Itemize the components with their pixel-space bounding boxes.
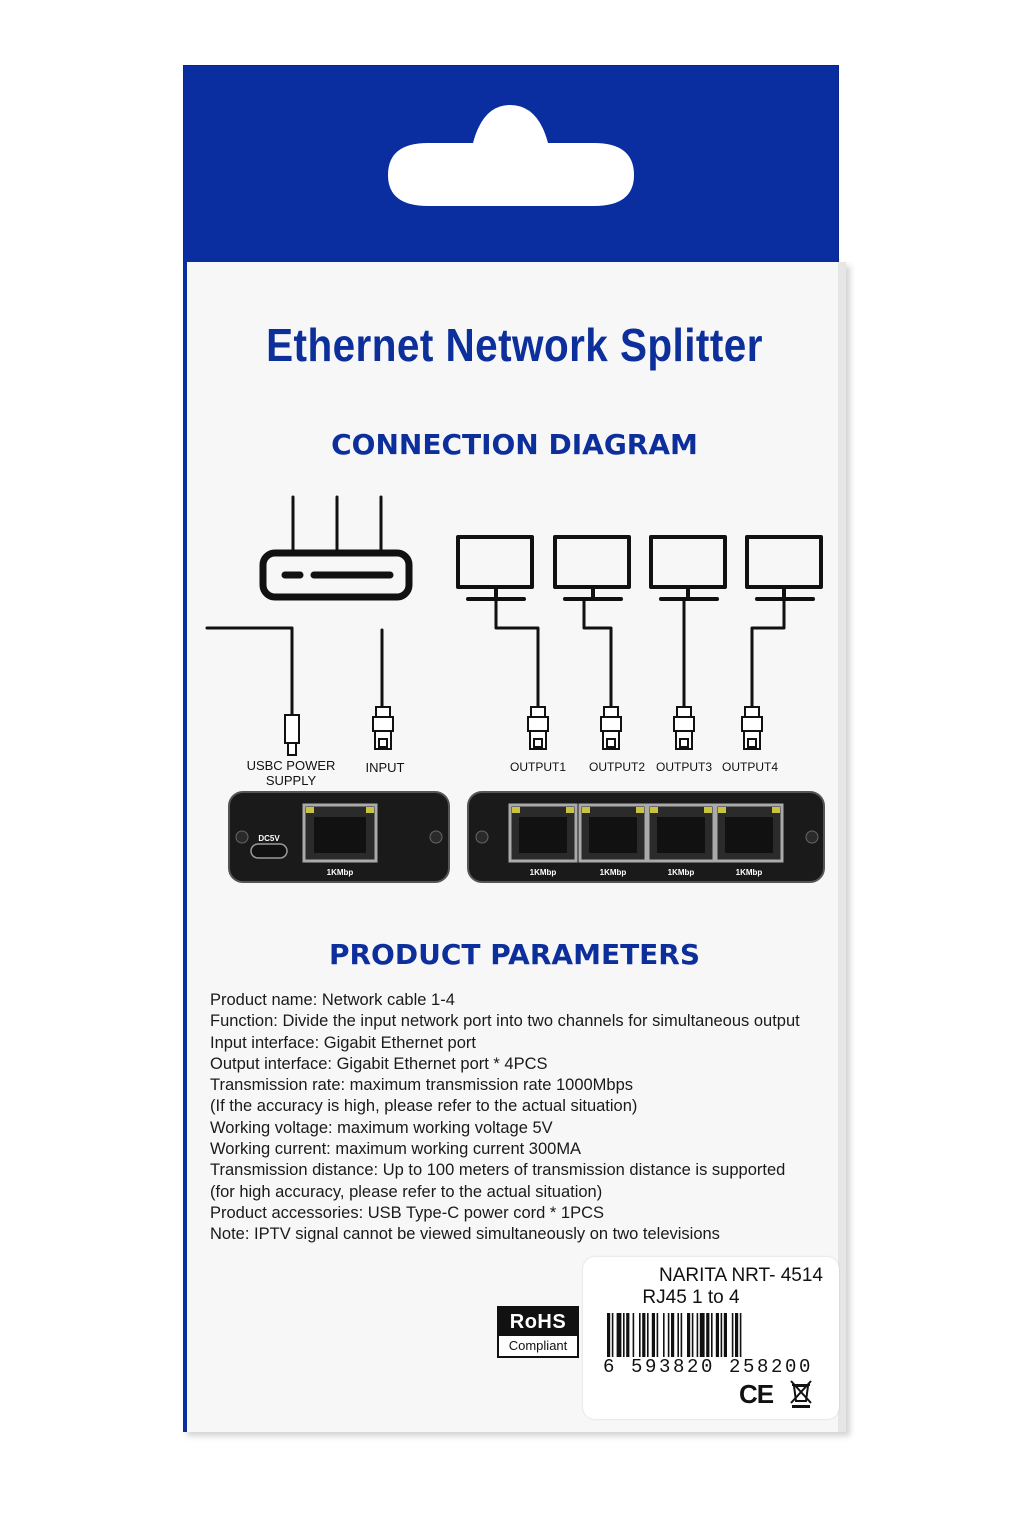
weee-bin-icon (790, 1380, 812, 1408)
parameter-line: (If the accuracy is high, please refer t… (210, 1097, 638, 1116)
output2-label: OUTPUT2 (588, 760, 645, 774)
output4-cable (750, 597, 786, 709)
parameter-line: Note: IPTV signal cannot be viewed simul… (210, 1225, 720, 1244)
input-port-speed: 1KMbp (327, 868, 354, 877)
product-title: Ethernet Network Splitter (266, 319, 763, 371)
output1-port-speed: 1KMbp (530, 868, 557, 877)
parameter-line: Transmission rate: maximum transmission … (210, 1076, 634, 1095)
rohs-title: RoHS (499, 1308, 577, 1336)
rj45-plug-output1 (527, 706, 549, 750)
output3-port-speed: 1KMbp (668, 868, 695, 877)
barcode-number: 6 593820 258200 (603, 1356, 814, 1378)
output2-cable (582, 597, 613, 709)
rj45-plug-output4 (741, 706, 763, 750)
parameter-line: Transmission distance: Up to 100 meters … (210, 1161, 786, 1180)
rj45-plug-input (372, 706, 394, 750)
ce-mark: CE (739, 1379, 774, 1409)
monitor-icon-1 (456, 535, 534, 601)
parameter-line: Input interface: Gigabit Ethernet port (210, 1033, 476, 1052)
parameter-line: Product name: Network cable 1-4 (210, 991, 455, 1009)
rj45-plug-output3 (673, 706, 695, 750)
power-label: USBC POWER SUPPLY (246, 758, 336, 788)
parameter-line: Working current: maximum working current… (210, 1140, 582, 1159)
product-parameters-heading: PRODUCT PARAMETERS (328, 938, 701, 971)
parameter-line: Working voltage: maximum working voltage… (210, 1118, 553, 1137)
rj45-plug-output2 (600, 706, 622, 750)
output4-label: OUTPUT4 (721, 760, 778, 774)
monitor-icon-3 (649, 535, 727, 601)
parameter-line: (for high accuracy, please refer to the … (210, 1182, 603, 1201)
parameters-list: Product name: Network cable 1-4 Function… (210, 990, 835, 1246)
parameter-line: Output interface: Gigabit Ethernet port … (210, 1054, 548, 1073)
connection-diagram-heading: CONNECTION DIAGRAM (331, 428, 698, 461)
monitor-icon-4 (745, 535, 823, 601)
output1-cable (494, 597, 540, 709)
connection-diagram: DC5V 1KMbp 1KMbp 1KMbp 1KMbp 1KMbp (205, 495, 825, 883)
product-sticker: NARITA NRT- 4514 RJ45 1 to 4 6 593820 25… (583, 1257, 839, 1419)
splitter-output-side (467, 791, 825, 883)
parameter-line: Function: Divide the input network port … (210, 1012, 800, 1031)
usbc-plug-icon (284, 714, 300, 756)
output3-label: OUTPUT3 (655, 760, 712, 774)
model-variant: RJ45 1 to 4 (642, 1287, 740, 1308)
rohs-compliant: Compliant (508, 1338, 568, 1353)
model-number: NARITA NRT- 4514 (658, 1265, 823, 1286)
power-cable (205, 626, 294, 717)
router-icon (259, 495, 413, 601)
parameter-line: Product accessories: USB Type-C power co… (210, 1203, 605, 1222)
output4-port-speed: 1KMbp (736, 868, 763, 877)
hang-hole (388, 105, 634, 206)
dc-port-label: DC5V (258, 834, 280, 843)
splitter-input-side (228, 791, 450, 883)
rohs-badge: RoHS Compliant (497, 1306, 579, 1358)
output2-port-speed: 1KMbp (600, 868, 627, 877)
input-label: INPUT (365, 760, 405, 775)
monitor-icon-2 (553, 535, 631, 601)
card-edge (838, 262, 846, 1432)
output1-label: OUTPUT1 (509, 760, 566, 774)
barcode (607, 1313, 742, 1357)
